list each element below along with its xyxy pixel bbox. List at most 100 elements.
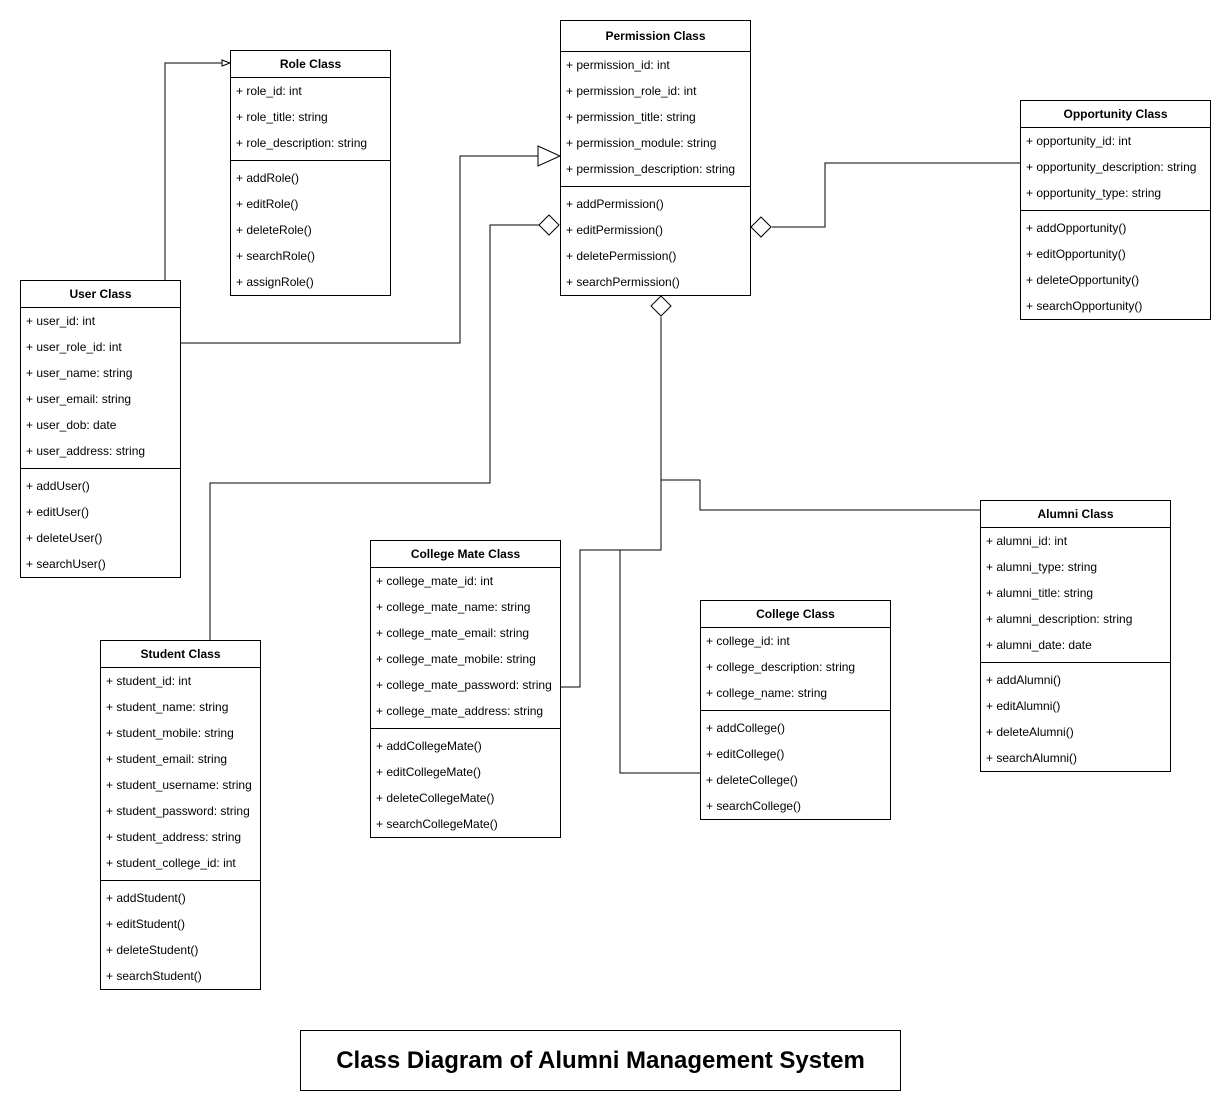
class-operation: + deleteRole() (236, 223, 312, 237)
class-operation: + assignRole() (236, 275, 314, 289)
student-permission-connector (209, 224, 539, 640)
class-operation: + deletePermission() (566, 249, 677, 263)
class-attribute: + role_id: int (236, 84, 302, 98)
class-attribute: + opportunity_description: string (1026, 160, 1197, 174)
class-operation: + deleteStudent() (106, 943, 199, 957)
class-operation: + searchStudent() (106, 969, 202, 983)
class-operation: + editAlumni() (986, 699, 1061, 713)
class-attribute: + student_college_id: int (106, 856, 236, 870)
class-operation: + addAlumni() (986, 673, 1062, 687)
class-operation: + editCollege() (706, 747, 785, 761)
class-attribute: + college_mate_mobile: string (376, 652, 536, 666)
class-operation: + editCollegeMate() (376, 765, 482, 779)
student-class-box[interactable]: Student Class + student_id: int+ student… (100, 640, 261, 990)
class-attribute: + user_dob: date (26, 418, 117, 432)
class-attribute: + student_address: string (106, 830, 242, 844)
class-operation: + editRole() (236, 197, 299, 211)
student-class-attributes: + student_id: int+ student_name: string+… (101, 668, 260, 881)
opportunity-class-title: Opportunity Class (1021, 101, 1210, 128)
class-operation: + deleteCollegeMate() (376, 791, 495, 805)
college-trunk-connector (619, 550, 700, 774)
college-class-title: College Class (701, 601, 890, 628)
class-attribute: + opportunity_id: int (1026, 134, 1132, 148)
class-attribute: + user_email: string (26, 392, 132, 406)
collegemate-trunk-connector (561, 549, 620, 688)
class-operation: + addCollege() (706, 721, 786, 735)
college-mate-class-box[interactable]: College Mate Class + college_mate_id: in… (370, 540, 561, 838)
class-attribute: + college_mate_email: string (376, 626, 530, 640)
college-class-attributes: + college_id: int + college_description: … (701, 628, 890, 711)
student-class-title: Student Class (101, 641, 260, 668)
college-mate-class-title: College Mate Class (371, 541, 560, 568)
alumni-class-title: Alumni Class (981, 501, 1170, 528)
role-class-attributes: + role_id: int + role_title: string + role… (231, 78, 390, 161)
class-attribute: + college_mate_address: string (376, 704, 544, 718)
class-operation: + deleteOpportunity() (1026, 273, 1140, 287)
opportunity-class-operations: + addOpportunity() + editOpportunity() + d… (1021, 211, 1210, 319)
diagram-title: Class Diagram of Alumni Management Syste… (300, 1030, 901, 1091)
class-attribute: + alumni_date: date (986, 638, 1092, 652)
class-operation: + deleteAlumni() (986, 725, 1074, 739)
permission-class-operations: + addPermission()+ editPermission()+ del… (561, 187, 750, 295)
alumni-trunk-connector (661, 479, 980, 511)
role-class-title: Role Class (231, 51, 390, 78)
user-class-box[interactable]: User Class + user_id: int+ user_role_id:… (20, 280, 181, 578)
college-mate-class-operations: + addCollegeMate() + editCollegeMate() + d… (371, 729, 560, 837)
class-attribute: + student_username: string (106, 778, 252, 792)
class-attribute: + student_mobile: string (106, 726, 234, 740)
class-attribute: + college_mate_id: int (376, 574, 494, 588)
class-attribute: + permission_id: int (566, 58, 670, 72)
class-attribute: + college_mate_password: string (376, 678, 552, 692)
user-role-arrowhead (221, 59, 232, 67)
permission-class-attributes: + permission_id: int + permission_role_id… (561, 52, 750, 187)
class-operation: + editStudent() (106, 917, 186, 931)
user-permission-arrowhead (537, 145, 562, 167)
class-operation: + searchCollege() (706, 799, 802, 813)
role-class-box[interactable]: Role Class + role_id: int + role_title: s… (230, 50, 391, 296)
class-operation: + addUser() (26, 479, 90, 493)
class-attribute: + user_id: int (26, 314, 96, 328)
alumni-class-box[interactable]: Alumni Class + alumni_id: int+ alumni_ty… (980, 500, 1171, 772)
class-operation: + addPermission() (566, 197, 664, 211)
class-operation: + searchUser() (26, 557, 106, 571)
user-class-attributes: + user_id: int + user_role_id: int + user_… (21, 308, 180, 469)
class-attribute: + user_name: string (26, 366, 133, 380)
class-attribute: + college_description: string (706, 660, 856, 674)
class-attribute: + role_description: string (236, 136, 368, 150)
class-operation: + addRole() (236, 171, 300, 185)
class-attribute: + student_email: string (106, 752, 228, 766)
opportunity-permission-connector (772, 162, 1020, 228)
class-operation: + addStudent() (106, 891, 186, 905)
class-attribute: + college_name: string (706, 686, 828, 700)
class-operation: + addOpportunity() (1026, 221, 1127, 235)
class-attribute: + alumni_title: string (986, 586, 1094, 600)
class-attribute: + user_address: string (26, 444, 146, 458)
bottom-trunk-connector (620, 317, 662, 551)
permission-class-title: Permission Class (561, 21, 750, 52)
opportunity-class-box[interactable]: Opportunity Class + opportunity_id: int+… (1020, 100, 1211, 320)
class-operation: + deleteCollege() (706, 773, 798, 787)
permission-class-box[interactable]: Permission Class + permission_id: int+ p… (560, 20, 751, 296)
class-attribute: + student_password: string (106, 804, 250, 818)
class-attribute: + student_id: int (106, 674, 192, 688)
college-class-operations: + addCollege() + editCollege() + deleteCol… (701, 711, 890, 819)
class-operation: + addCollegeMate() (376, 739, 482, 753)
class-attribute: + college_id: int (706, 634, 790, 648)
user-role-connector (164, 62, 222, 280)
college-class-box[interactable]: College Class + college_id: int+ college… (700, 600, 891, 820)
user-class-operations: + addUser()+ editUser()+ deleteUser()+ s… (21, 469, 180, 577)
opportunity-class-attributes: + opportunity_id: int + opportunity_descr… (1021, 128, 1210, 211)
class-attribute: + alumni_id: int (986, 534, 1068, 548)
college-mate-class-attributes: + college_mate_id: int+ college_mate_nam… (371, 568, 560, 729)
role-class-operations: + addRole()+ editRole()+ deleteRole()+ s… (231, 161, 390, 295)
class-attribute: + permission_module: string (566, 136, 717, 150)
class-attribute: + user_role_id: int (26, 340, 122, 354)
class-attribute: + role_title: string (236, 110, 328, 124)
class-attribute: + permission_description: string (566, 162, 736, 176)
class-attribute: + permission_role_id: int (566, 84, 697, 98)
user-permission-connector (180, 155, 538, 344)
class-operation: + editOpportunity() (1026, 247, 1126, 261)
bottom-permission-diamond (650, 295, 672, 317)
class-operation: + searchPermission() (566, 275, 680, 289)
